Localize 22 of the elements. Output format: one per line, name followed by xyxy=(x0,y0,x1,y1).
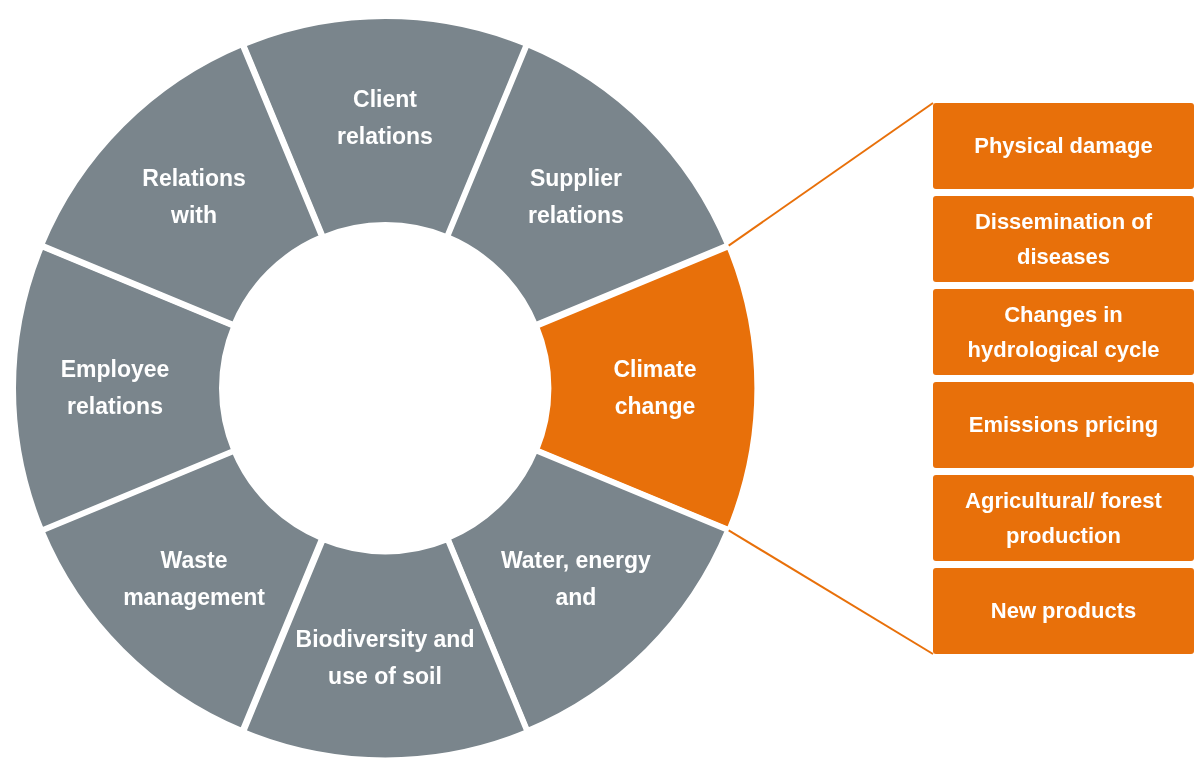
topic-box xyxy=(933,475,1194,561)
topic-box xyxy=(933,289,1194,375)
segment-label: Relations with xyxy=(141,164,247,231)
topic-label: Emissions pricing xyxy=(968,411,1159,440)
segment-label: Supplier relations xyxy=(526,164,625,231)
topic-label: Changes in hydrological cycle xyxy=(966,300,1161,364)
segment-label: Water, energy and xyxy=(500,546,651,612)
segment-label: Climate change xyxy=(612,355,698,421)
topic-label: Physical damage xyxy=(974,132,1153,161)
topic-label: New products xyxy=(990,597,1137,626)
topic-box xyxy=(933,103,1194,189)
topic-box xyxy=(933,568,1194,654)
connector-line xyxy=(727,529,934,655)
segment-label: Client relations xyxy=(336,85,434,151)
segment-label: Employee relations xyxy=(59,355,171,421)
topic-box xyxy=(933,382,1194,468)
topic-label: Dissemination of diseases xyxy=(973,207,1154,271)
segment-label: Waste management xyxy=(122,546,266,612)
segment-label: Biodiversity and use of soil xyxy=(294,625,476,691)
topic-box xyxy=(933,196,1194,282)
connector-line xyxy=(727,102,934,247)
topic-label: Agricultural/ forest production xyxy=(964,486,1163,550)
